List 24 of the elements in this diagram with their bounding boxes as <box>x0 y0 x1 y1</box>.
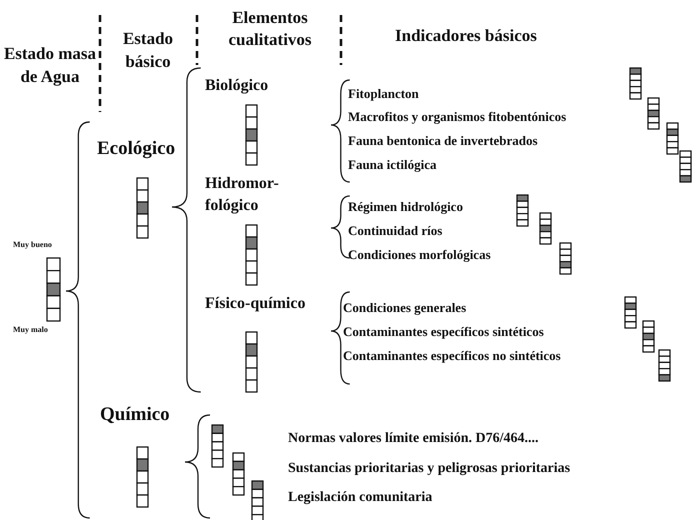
indicator-label: Fauna bentonica de invertebrados <box>348 132 538 149</box>
indicator-label: Condiciones generales <box>343 300 466 316</box>
column-heading: Indicadores básicos <box>395 24 537 46</box>
indicator-label: Contaminantes específicos no sintéticos <box>343 348 561 364</box>
indicator-label: Continuidad ríos <box>348 222 442 239</box>
category-label: Ecológico <box>97 136 176 161</box>
indicator-label: Legislación comunitaria <box>288 488 432 507</box>
category-label: Químico <box>100 402 170 427</box>
element-label: Biológico <box>205 76 268 96</box>
column-heading: Elementos cualitativos <box>227 7 313 52</box>
indicator-label: Contaminantes específicos sintéticos <box>343 324 544 340</box>
indicator-label: Fitoplancton <box>348 86 419 102</box>
indicator-label: Condiciones morfológicas <box>348 246 491 263</box>
element-label: Físico-químico <box>205 294 306 314</box>
indicator-label: Fauna ictilógica <box>348 156 436 173</box>
scale-label: Muy malo <box>13 324 48 335</box>
indicator-label: Sustancias prioritarias y peligrosas prioritarias <box>288 460 570 478</box>
scale-label: Muy bueno <box>13 240 52 250</box>
column-heading: Estado masa de Agua <box>3 42 97 88</box>
indicator-label: Régimen hidrológico <box>348 198 463 215</box>
column-heading: Estado básico <box>122 28 174 73</box>
indicator-label: Normas valores límite emisión. D76/464.... <box>288 430 539 448</box>
indicator-label: Macrofitos y organismos fitobentónicos <box>348 108 566 125</box>
element-label: Hidromor-fológico <box>205 174 280 216</box>
